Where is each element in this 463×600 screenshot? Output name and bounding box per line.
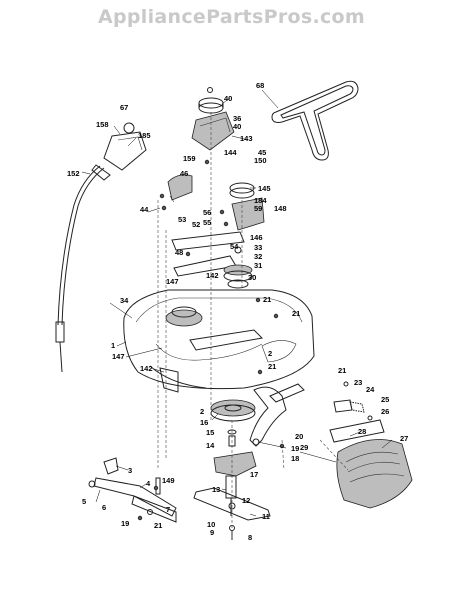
callout-13: 13 bbox=[212, 485, 220, 494]
callout-184: 184 bbox=[254, 196, 267, 205]
callout-46: 46 bbox=[180, 169, 188, 178]
callout-159: 159 bbox=[183, 154, 196, 163]
callout-11: 11 bbox=[262, 512, 270, 521]
callout-143: 143 bbox=[240, 134, 253, 143]
callout-17: 17 bbox=[250, 470, 258, 479]
deck-hanger-left[interactable] bbox=[159, 367, 179, 393]
callout-21-d: 21 bbox=[338, 366, 346, 375]
callout-142-top: 142 bbox=[206, 271, 219, 280]
callout-3: 3 bbox=[128, 466, 132, 475]
callout-16: 16 bbox=[200, 418, 208, 427]
callout-7: 7 bbox=[166, 505, 170, 514]
callout-145: 145 bbox=[258, 184, 271, 193]
callout-33: 33 bbox=[254, 243, 262, 252]
callout-8: 8 bbox=[248, 533, 252, 542]
callout-36: 36 bbox=[233, 114, 241, 123]
callout-31: 31 bbox=[254, 261, 262, 270]
callout-28: 28 bbox=[358, 427, 366, 436]
callout-21-c: 21 bbox=[268, 362, 276, 371]
callout-147-bottom: 147 bbox=[112, 352, 125, 361]
callout-56: 56 bbox=[203, 208, 211, 217]
discharge-chute[interactable] bbox=[329, 419, 413, 509]
callout-59: 59 bbox=[254, 204, 262, 213]
callout-2-deck: 2 bbox=[268, 349, 272, 358]
callout-20: 20 bbox=[295, 432, 303, 441]
callout-21-e: 21 bbox=[154, 521, 162, 530]
callout-53: 53 bbox=[178, 215, 186, 224]
callout-148: 148 bbox=[274, 204, 287, 213]
belt-guide[interactable] bbox=[167, 174, 193, 201]
callout-2-spindle: 2 bbox=[200, 407, 204, 416]
mower-deck[interactable] bbox=[123, 289, 315, 390]
idler-pulley-145[interactable] bbox=[229, 182, 265, 231]
callout-10: 10 bbox=[207, 520, 215, 529]
callout-55: 55 bbox=[203, 218, 211, 227]
center-pulley-stack[interactable] bbox=[223, 246, 253, 289]
callout-9: 9 bbox=[210, 528, 214, 537]
watermark-header: AppliancePartsPros.com bbox=[97, 6, 365, 28]
callout-152: 152 bbox=[67, 169, 80, 178]
callout-19-right: 19 bbox=[291, 444, 299, 453]
callout-67: 67 bbox=[120, 103, 128, 112]
callout-23: 23 bbox=[354, 378, 362, 387]
callout-185: 185 bbox=[138, 131, 151, 140]
callout-19-left: 19 bbox=[121, 519, 129, 528]
callout-40-top: 40 bbox=[224, 94, 232, 103]
callout-25: 25 bbox=[381, 395, 389, 404]
callout-54: 54 bbox=[230, 242, 239, 251]
callout-44: 44 bbox=[140, 205, 149, 214]
front-hanger-bracket[interactable] bbox=[88, 457, 177, 523]
callout-labels: 68 67 158 185 40 36 40 143 144 45 150 15… bbox=[67, 81, 408, 542]
callout-21-b: 21 bbox=[292, 309, 300, 318]
callout-147-top: 147 bbox=[166, 277, 179, 286]
drive-belt[interactable] bbox=[271, 80, 359, 161]
callout-24: 24 bbox=[366, 385, 375, 394]
callout-52: 52 bbox=[192, 220, 200, 229]
callout-142-bottom: 142 bbox=[140, 364, 153, 373]
callout-4: 4 bbox=[146, 479, 151, 488]
callout-12: 12 bbox=[242, 496, 250, 505]
leader-lines bbox=[81, 89, 393, 517]
callout-27: 27 bbox=[400, 434, 408, 443]
callout-5: 5 bbox=[82, 497, 86, 506]
callout-1: 1 bbox=[111, 341, 115, 350]
callout-144: 144 bbox=[224, 148, 237, 157]
assembly-lines bbox=[157, 112, 349, 540]
callout-40-mid: 40 bbox=[233, 122, 241, 131]
callout-68: 68 bbox=[256, 81, 264, 90]
callout-158: 158 bbox=[96, 120, 109, 129]
callout-146: 146 bbox=[250, 233, 263, 242]
callout-45: 45 bbox=[258, 148, 266, 157]
spindle-pulley[interactable] bbox=[210, 399, 256, 447]
chute-hinge-spring[interactable] bbox=[333, 381, 373, 421]
callout-14: 14 bbox=[206, 441, 215, 450]
callout-32: 32 bbox=[254, 252, 262, 261]
callout-150: 150 bbox=[254, 156, 267, 165]
callout-48: 48 bbox=[175, 248, 183, 257]
deck-support-arm[interactable] bbox=[249, 383, 305, 447]
callout-34: 34 bbox=[120, 296, 129, 305]
callout-15: 15 bbox=[206, 428, 214, 437]
callout-18: 18 bbox=[291, 454, 299, 463]
callout-6: 6 bbox=[102, 503, 106, 512]
control-cable[interactable] bbox=[55, 122, 147, 373]
callout-29: 29 bbox=[300, 443, 308, 452]
hardware-fasteners bbox=[137, 159, 285, 521]
callout-149: 149 bbox=[162, 476, 175, 485]
callout-21-a: 21 bbox=[263, 295, 271, 304]
callout-26: 26 bbox=[381, 407, 389, 416]
callout-30: 30 bbox=[248, 273, 256, 282]
